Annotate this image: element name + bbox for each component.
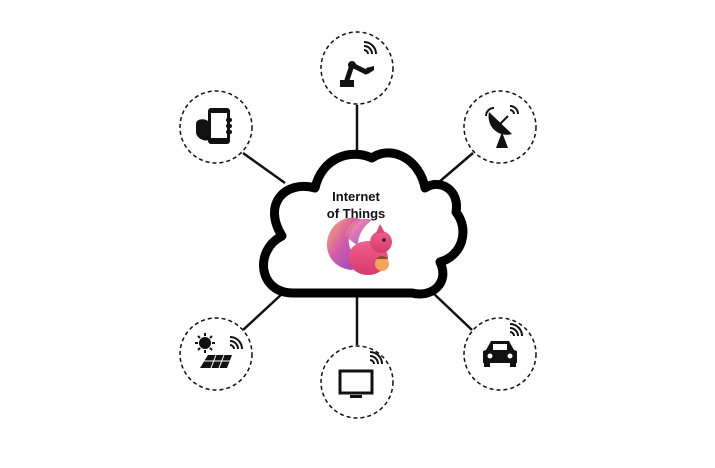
cloud-title-line1: Internet xyxy=(332,189,380,204)
wifi-signal-icon xyxy=(369,351,383,365)
monitor-icon xyxy=(338,369,374,398)
solar-panel-icon xyxy=(200,354,232,369)
wifi-signal-icon xyxy=(485,105,519,117)
connector-smartphone xyxy=(242,151,286,185)
car-icon xyxy=(483,341,517,367)
device-satellite-dish xyxy=(463,90,537,164)
wifi-signal-icon xyxy=(509,323,523,337)
device-smartphone xyxy=(179,90,253,164)
squirrel-mascot-logo xyxy=(326,217,392,275)
device-robot-arm xyxy=(320,31,394,105)
smartphone-icon xyxy=(196,108,232,144)
robot-arm-icon xyxy=(340,61,374,87)
satellite-dish-icon xyxy=(488,112,512,148)
device-solar-panel xyxy=(179,317,253,391)
wifi-signal-icon xyxy=(363,41,377,55)
sun-icon xyxy=(195,333,215,353)
device-car xyxy=(463,317,537,391)
wifi-signal-icon xyxy=(229,336,243,350)
device-monitor xyxy=(320,345,394,419)
connector-lines xyxy=(242,105,474,345)
connector-car xyxy=(431,291,473,331)
cloud-title-line2: of Things xyxy=(327,206,386,221)
device-circle xyxy=(179,317,253,391)
connector-solar xyxy=(242,292,284,331)
